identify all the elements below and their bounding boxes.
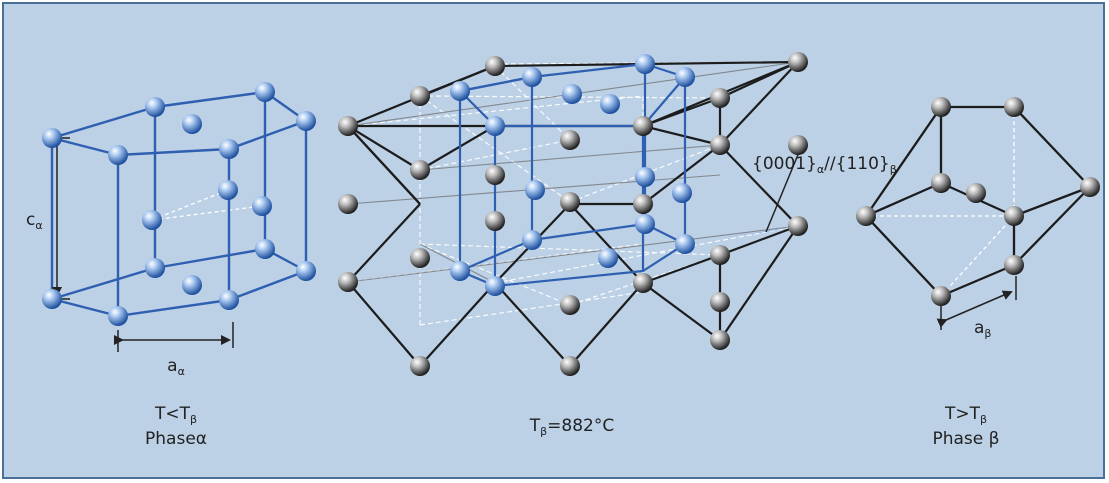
alpha-condition-text: T<T <box>154 404 190 424</box>
relation-alpha-plane: {0001} <box>752 154 817 174</box>
relation-beta-sub: β <box>889 163 897 176</box>
orientation-relation-label: {0001}α//{110}β <box>752 154 897 176</box>
hcp-alpha-cell <box>42 82 316 352</box>
combined-structure <box>338 52 808 376</box>
a-beta-sub: β <box>984 327 992 340</box>
c-alpha-sub: α <box>35 219 43 232</box>
beta-condition-sub: β <box>979 413 988 426</box>
a-beta-label: aβ <box>974 318 992 340</box>
a-beta-main: a <box>974 318 985 338</box>
a-alpha-label: aα <box>167 356 185 378</box>
transition-temp-sub: β <box>540 425 548 438</box>
c-alpha-label: cα <box>26 210 43 232</box>
relation-alpha-sub: α <box>816 163 825 176</box>
a-alpha-sub: α <box>177 365 185 378</box>
transition-temp-value: =882°C <box>547 416 615 436</box>
beta-condition-text: T>T <box>944 404 980 424</box>
a-alpha-main: a <box>167 356 178 376</box>
alpha-condition-sub: β <box>189 413 198 426</box>
alpha-condition: T<Tβ <box>154 404 198 426</box>
beta-phase-label: Phase β <box>932 429 1000 449</box>
transition-temperature-label: Tβ=882°C <box>529 416 615 438</box>
relation-beta-plane: //{110} <box>824 154 890 174</box>
alpha-phase-label: Phaseα <box>145 429 207 449</box>
beta-condition: T>Tβ <box>944 404 988 426</box>
transition-temp-t: T <box>529 416 541 436</box>
c-alpha-main: c <box>26 210 36 230</box>
bcc-beta-cell <box>856 97 1100 330</box>
